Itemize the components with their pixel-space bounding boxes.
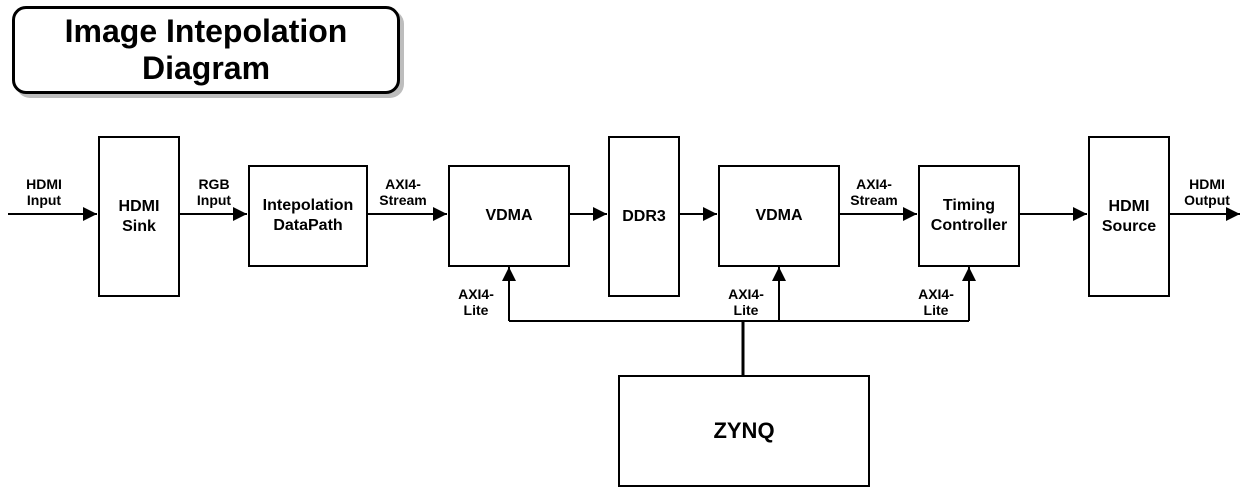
vdma-1-label: VDMA bbox=[485, 207, 533, 224]
hdmi-sink-label: HDMI Sink bbox=[118, 197, 160, 235]
interpolation-datapath-block: Intepolation DataPath bbox=[248, 165, 368, 267]
hdmi-input-label: HDMI Input bbox=[26, 176, 62, 208]
diagram-title: Image Intepolation Diagram bbox=[64, 13, 348, 86]
rgb-input-label: RGB Input bbox=[196, 176, 232, 208]
zynq-block: ZYNQ bbox=[618, 375, 870, 487]
hdmi-source-block: HDMI Source bbox=[1088, 136, 1170, 297]
vdma-block-1: VDMA bbox=[448, 165, 570, 267]
hdmi-output-label: HDMI Output bbox=[1184, 176, 1230, 208]
axi-lite-label-1: AXI4- Lite bbox=[458, 286, 494, 318]
axi-stream-label-2: AXI4- Stream bbox=[850, 176, 898, 208]
diagram-title-box: Image Intepolation Diagram bbox=[12, 6, 400, 94]
ddr3-label: DDR3 bbox=[622, 207, 666, 225]
hdmi-sink-block: HDMI Sink bbox=[98, 136, 180, 297]
axi-lite-label-3: AXI4- Lite bbox=[918, 286, 954, 318]
hdmi-source-label: HDMI Source bbox=[1101, 197, 1157, 235]
axi-stream-label-1: AXI4- Stream bbox=[379, 176, 427, 208]
timing-controller-label: Timing Controller bbox=[930, 197, 1008, 234]
ddr3-block: DDR3 bbox=[608, 136, 680, 297]
zynq-label: ZYNQ bbox=[713, 418, 775, 443]
vdma-block-2: VDMA bbox=[718, 165, 840, 267]
axi-lite-label-2: AXI4- Lite bbox=[728, 286, 764, 318]
vdma-2-label: VDMA bbox=[755, 207, 803, 224]
interpolation-datapath-label: Intepolation DataPath bbox=[262, 197, 354, 234]
timing-controller-block: Timing Controller bbox=[918, 165, 1020, 267]
